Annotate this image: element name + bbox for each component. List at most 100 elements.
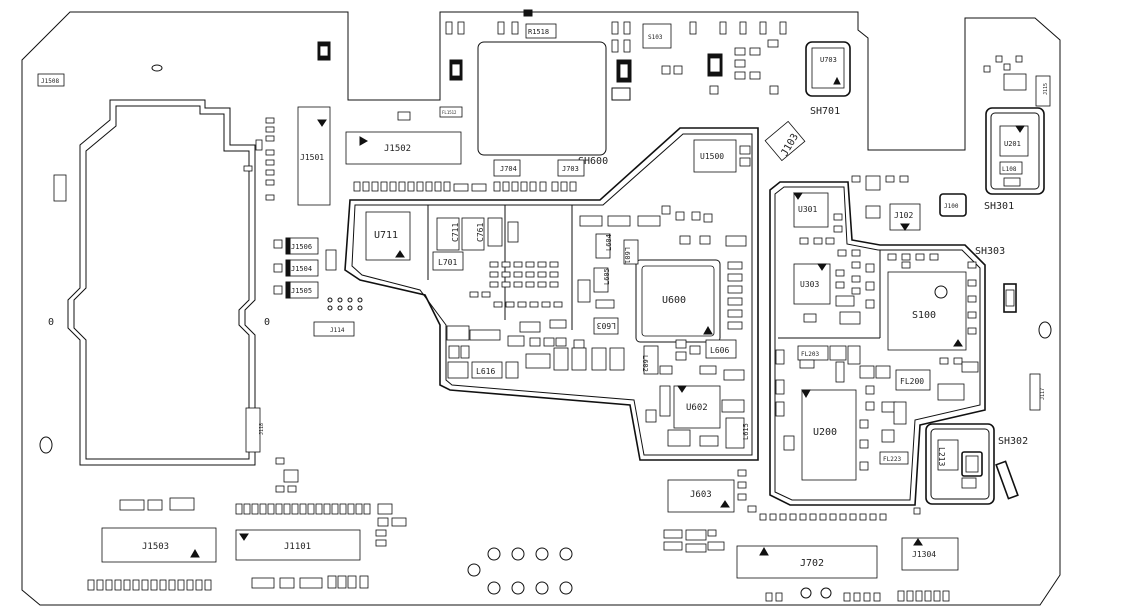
mount-hole-left xyxy=(39,436,53,454)
l606-box xyxy=(705,339,737,359)
battery-cutout-inner xyxy=(73,105,250,460)
j117-label: J117 xyxy=(1040,388,1046,400)
j1502-label: J1502 xyxy=(384,144,411,154)
j603-label: J603 xyxy=(690,490,712,500)
j704-label: J704 xyxy=(500,165,517,173)
sh600-label: SH600 xyxy=(578,156,608,167)
j114-box xyxy=(313,321,355,337)
battery-cutout xyxy=(67,99,256,466)
sh701-label: SH701 xyxy=(810,106,840,117)
l604-label: L604 xyxy=(605,234,613,251)
s103-box xyxy=(642,23,672,49)
u602-label: U602 xyxy=(686,403,708,413)
u703-box xyxy=(805,41,851,97)
dense-passives xyxy=(469,261,585,349)
u303-box xyxy=(793,263,831,305)
j702-label: J702 xyxy=(800,558,824,569)
j702-box xyxy=(736,545,878,579)
u200-label: U200 xyxy=(813,427,837,438)
j1508-box xyxy=(37,73,65,87)
sh301-top-pads xyxy=(983,55,1051,107)
u600-passives xyxy=(577,261,745,381)
s100-label: S100 xyxy=(912,310,936,321)
slot-hole xyxy=(151,64,163,72)
sh302-label: SH302 xyxy=(998,436,1028,447)
u600-label: U600 xyxy=(662,295,686,306)
fl1512-label: FL1512 xyxy=(442,110,457,115)
mi-logo xyxy=(611,87,631,101)
u200-passives xyxy=(775,345,979,471)
s100-pads xyxy=(887,253,977,335)
r1518-box xyxy=(525,23,557,39)
j1501-box xyxy=(297,106,331,206)
j1304-box xyxy=(901,537,959,571)
bottom-left-pads xyxy=(119,457,407,547)
l603-label: L603 xyxy=(597,321,616,330)
u303-label: U303 xyxy=(800,280,819,289)
j118-label: J118 xyxy=(259,423,265,435)
u602-box xyxy=(673,385,721,429)
rf-shield-outline xyxy=(344,127,759,461)
j1304-label: J1304 xyxy=(912,550,936,559)
rf-shield-outline-inner xyxy=(351,133,753,456)
via-dots xyxy=(327,297,363,311)
fl223-box xyxy=(879,451,909,465)
sh303-shield xyxy=(769,181,986,506)
u201-label: U201 xyxy=(1004,140,1021,148)
sh303-shield-inner xyxy=(774,186,981,501)
strip-components xyxy=(579,205,747,247)
u301-box xyxy=(793,192,829,228)
bottom-pad-row xyxy=(87,575,369,591)
l601-label: L601 xyxy=(623,247,631,264)
j100-box xyxy=(939,193,967,217)
l701-label: L701 xyxy=(438,258,457,267)
fl200-label: FL200 xyxy=(900,377,924,386)
sh302-shield xyxy=(925,423,995,505)
fl1512-box xyxy=(439,106,463,118)
j165-box xyxy=(53,174,67,202)
sh303-label: SH303 xyxy=(975,246,1005,257)
l701-box xyxy=(432,251,464,271)
l603-box xyxy=(593,317,619,335)
l602-label: L602 xyxy=(641,355,649,372)
u1500-box xyxy=(693,139,737,173)
bottom-right-pads xyxy=(759,507,950,602)
fl200-box xyxy=(895,369,931,391)
l616-label: L616 xyxy=(476,367,495,376)
j102-label: J102 xyxy=(894,211,913,220)
u1500-label: U1500 xyxy=(700,152,724,161)
s103-label: S103 xyxy=(648,34,663,41)
l213-label: L213 xyxy=(937,447,946,466)
l213-box xyxy=(937,439,959,471)
c711-box xyxy=(436,217,460,251)
l605-box xyxy=(593,267,609,293)
left-small-components xyxy=(243,117,275,201)
l108-box xyxy=(999,161,1023,175)
l606-label: L606 xyxy=(710,346,729,355)
u301-passives xyxy=(799,175,909,325)
j103-box xyxy=(764,120,806,162)
fl223-label: FL223 xyxy=(883,456,901,463)
u711-box xyxy=(365,211,411,261)
j114-label: J114 xyxy=(330,327,345,334)
j703-label: J703 xyxy=(562,165,579,173)
j1504-label: J1504 xyxy=(291,265,312,273)
sh301-shield xyxy=(985,107,1045,195)
j1101-box xyxy=(235,529,361,561)
j603-side-pads xyxy=(663,469,757,553)
zero-left-label: 0 xyxy=(48,317,54,328)
j703-box xyxy=(557,159,585,177)
r1518-label: R1518 xyxy=(528,28,549,36)
j1501-label: J1501 xyxy=(300,153,324,162)
mount-hole-right xyxy=(1038,321,1052,339)
s100-box xyxy=(887,271,967,351)
u201-box xyxy=(999,125,1029,157)
l615-label: L615 xyxy=(742,423,750,440)
fl203-label: FL203 xyxy=(801,351,819,358)
test-points xyxy=(467,547,832,599)
j1502-box xyxy=(345,131,462,165)
j100-label: J100 xyxy=(944,203,959,210)
u703-label: U703 xyxy=(820,56,837,64)
j1508-label: J1508 xyxy=(41,78,59,85)
